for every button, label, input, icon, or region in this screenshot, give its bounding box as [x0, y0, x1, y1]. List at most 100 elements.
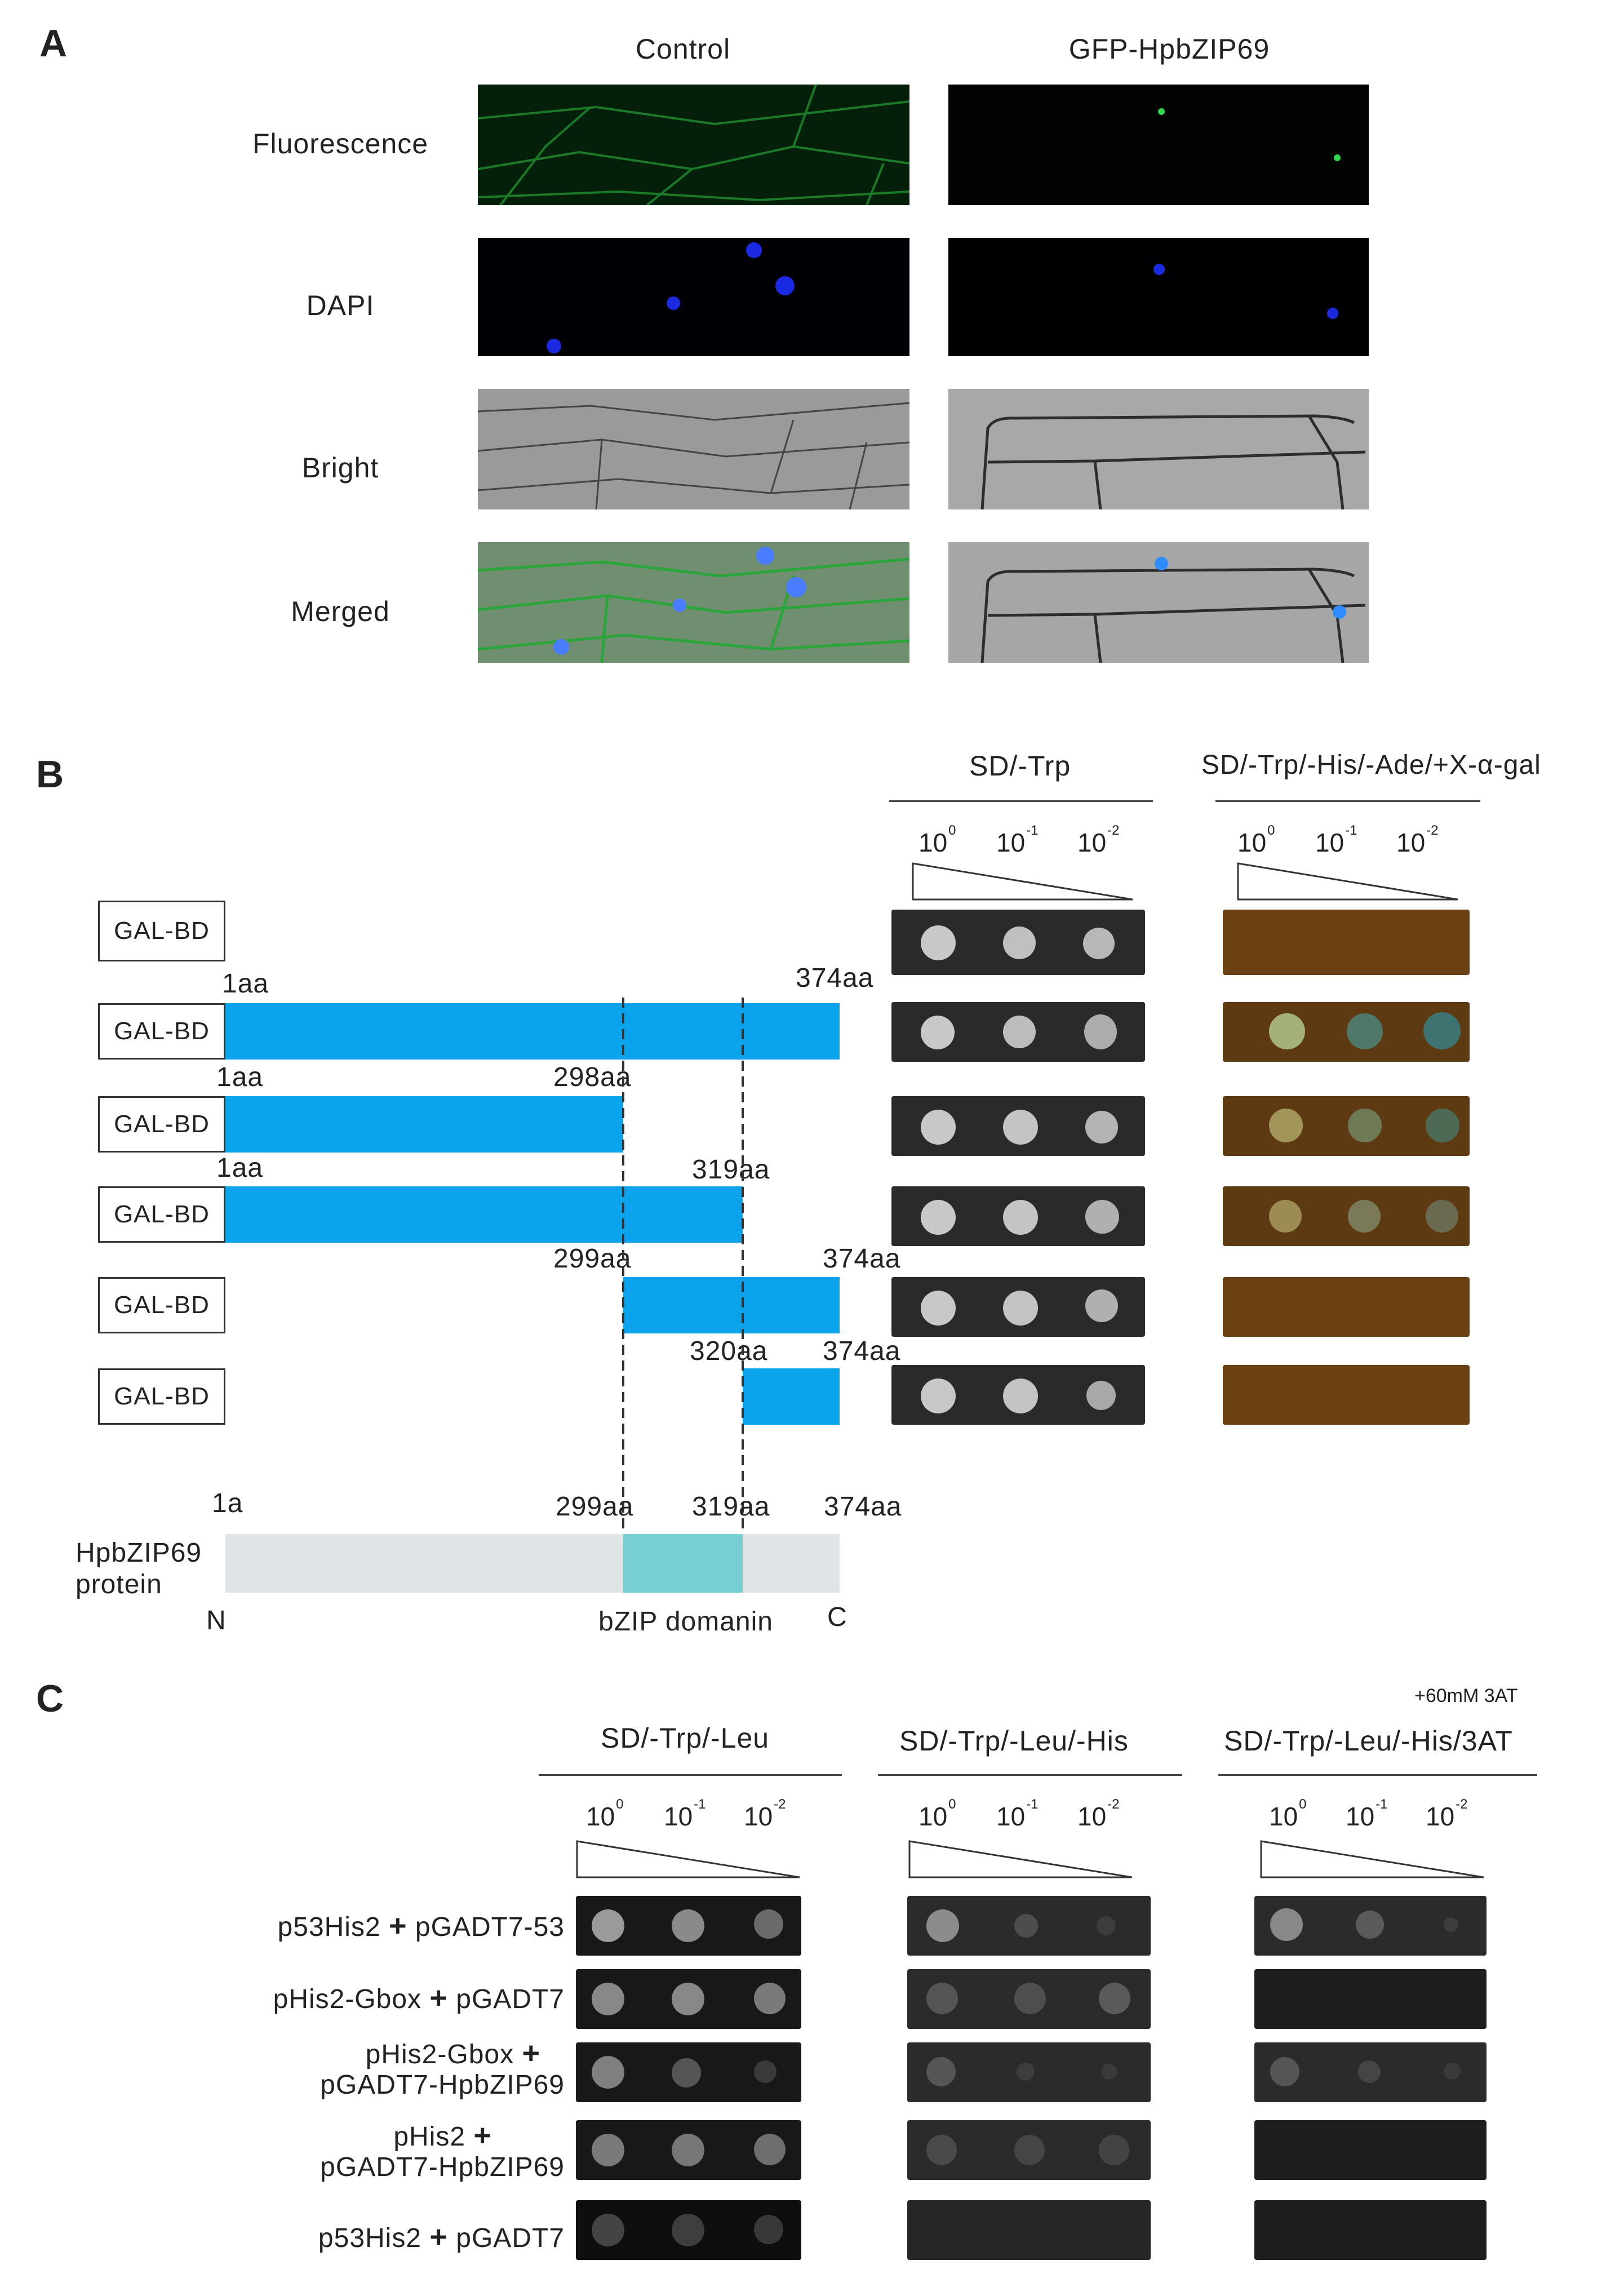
protein-bar	[225, 1534, 840, 1593]
dilution-gradient-triangle	[1237, 862, 1458, 901]
micrograph-bright-gfp	[948, 389, 1369, 509]
micrograph-bright-control	[478, 389, 909, 509]
construct-bar-320-374	[743, 1368, 840, 1425]
micrograph-fluorescence-control	[478, 85, 909, 205]
aa-label: 1aa	[216, 1062, 264, 1092]
dilution-gradient-triangle	[1260, 1840, 1484, 1878]
dilution-label: 10-1	[1346, 1797, 1388, 1831]
yeast-spot-row	[891, 1186, 1145, 1246]
dilution-gradient-triangle	[908, 1840, 1133, 1878]
yeast-spot-row	[1254, 2200, 1487, 2260]
aa-label: 374aa	[796, 963, 874, 993]
dilution-label: 10-2	[1396, 823, 1439, 857]
panel-letter-a: A	[39, 22, 68, 65]
dilution-label: 10-1	[664, 1797, 706, 1831]
yeast-spot-row	[576, 2120, 801, 2180]
yeast-spot-row	[1254, 1969, 1487, 2029]
condition-underline	[878, 1774, 1182, 1776]
gal-bd-box: GAL-BD	[98, 901, 225, 961]
aa-label: 374aa	[823, 1336, 901, 1366]
dilution-label: 100	[1237, 823, 1275, 857]
note-3at: +60mM 3AT	[1414, 1685, 1518, 1707]
dilution-label: 100	[919, 823, 956, 857]
condition-underline	[539, 1774, 842, 1776]
yeast-spot-row	[1254, 2120, 1487, 2180]
c-terminus-label: C	[827, 1602, 847, 1632]
strain-label: pHis2-Gbox + pGADT7-HpbZIP69	[320, 2036, 565, 2100]
yeast-spot-row	[907, 1969, 1151, 2029]
condition-sd-trp-leu: SD/-Trp/-Leu	[601, 1722, 770, 1754]
aa-label: 299aa	[553, 1244, 632, 1274]
dilution-label: 100	[919, 1797, 956, 1831]
aa-label: 1aa	[222, 969, 269, 999]
xgal-spot-row	[1223, 1365, 1470, 1425]
dilution-label: 10-2	[744, 1797, 786, 1831]
yeast-spot-row	[891, 1365, 1145, 1425]
condition-sd-trp-leu-his-3at: SD/-Trp/-Leu/-His/3AT	[1224, 1725, 1513, 1757]
strain-label: pHis2 + pGADT7-HpbZIP69	[320, 2118, 565, 2182]
aa-label: 319aa	[692, 1155, 770, 1185]
domain-guide-lines	[622, 998, 744, 1544]
yeast-spot-row	[1254, 2042, 1487, 2102]
construct-bar-299-374	[623, 1277, 840, 1333]
gal-bd-box: GAL-BD	[98, 1368, 225, 1425]
panel-letter-b: B	[36, 753, 64, 796]
yeast-spot-row	[891, 1096, 1145, 1156]
dilution-label: 100	[586, 1797, 624, 1831]
xgal-spot-row	[1223, 1186, 1470, 1246]
construct-bar-1-374	[225, 1003, 840, 1060]
protein-pos-end: 374aa	[824, 1492, 902, 1522]
row-label-merged: Merged	[291, 596, 390, 627]
yeast-spot-row	[907, 2120, 1151, 2180]
yeast-spot-row	[891, 1277, 1145, 1337]
micrograph-dapi-gfp	[948, 238, 1369, 356]
aa-label: 1aa	[216, 1153, 264, 1183]
gal-bd-box: GAL-BD	[98, 1096, 225, 1153]
dilution-label: 10-1	[1315, 823, 1357, 857]
domain-label: bZIP domanin	[598, 1607, 773, 1637]
dilution-label: 10-2	[1077, 823, 1120, 857]
protein-pos-domain-end: 319aa	[692, 1492, 770, 1522]
micrograph-merged-control	[478, 542, 909, 663]
panel-letter-c: C	[36, 1677, 64, 1720]
row-label-fluorescence: Fluorescence	[252, 128, 429, 159]
yeast-spot-row	[1254, 1896, 1487, 1956]
strain-label: p53His2 + pGADT7	[318, 2220, 565, 2254]
n-terminus-label: N	[206, 1606, 226, 1636]
column-header-gfp: GFP-HpbZIP69	[1068, 33, 1270, 65]
bzip-domain-block	[623, 1534, 743, 1593]
yeast-spot-row	[907, 2042, 1151, 2102]
protein-pos-start: 1a	[212, 1488, 243, 1518]
condition-underline	[889, 800, 1153, 802]
aa-label: 298aa	[553, 1062, 632, 1092]
row-label-bright: Bright	[301, 452, 379, 484]
dilution-label: 10-1	[996, 823, 1039, 857]
aa-label: 320aa	[690, 1336, 768, 1366]
xgal-spot-row	[1223, 1002, 1470, 1062]
xgal-spot-row	[1223, 1277, 1470, 1337]
dilution-label: 100	[1269, 1797, 1307, 1831]
yeast-spot-row	[891, 910, 1145, 975]
yeast-spot-row	[576, 1896, 801, 1956]
row-label-dapi: DAPI	[306, 290, 375, 321]
construct-bar-1-319	[225, 1186, 743, 1243]
dilution-label: 10-1	[996, 1797, 1039, 1831]
condition-sd-trp: SD/-Trp	[969, 750, 1071, 782]
yeast-spot-row	[907, 1896, 1151, 1956]
condition-sd-trp-leu-his: SD/-Trp/-Leu/-His	[899, 1725, 1129, 1757]
micrograph-merged-gfp	[948, 542, 1369, 663]
micrograph-fluorescence-gfp	[948, 85, 1369, 205]
yeast-spot-row	[891, 1002, 1145, 1062]
dilution-label: 10-2	[1426, 1797, 1468, 1831]
dilution-gradient-triangle	[576, 1840, 800, 1878]
condition-underline	[1218, 1774, 1537, 1776]
dilution-label: 10-2	[1077, 1797, 1120, 1831]
strain-label: pHis2-Gbox + pGADT7	[273, 1981, 565, 2015]
condition-underline	[1215, 800, 1480, 802]
xgal-spot-row	[1223, 910, 1470, 975]
yeast-spot-row	[576, 2200, 801, 2260]
construct-bar-1-298	[225, 1096, 623, 1153]
xgal-spot-row	[1223, 1096, 1470, 1156]
yeast-spot-row	[576, 2042, 801, 2102]
